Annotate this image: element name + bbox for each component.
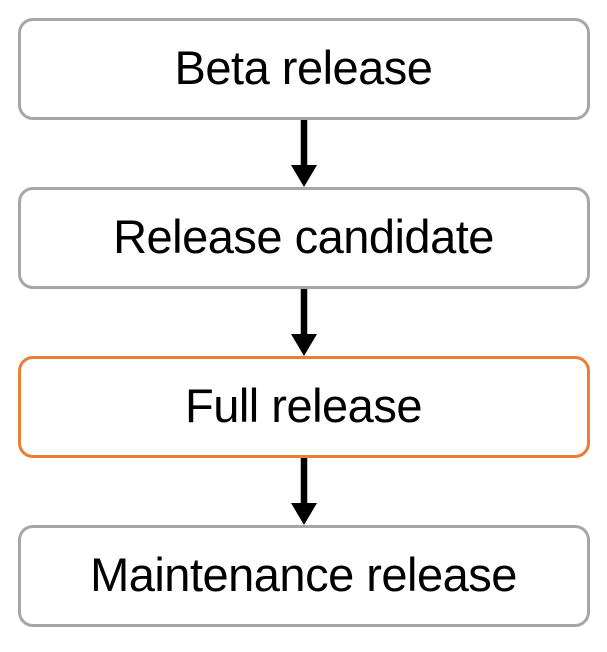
arrow-down-icon [290, 458, 318, 525]
node-label: Maintenance release [90, 547, 517, 601]
node-label: Beta release [174, 40, 433, 94]
flow-node-maintenance-release: Maintenance release [17, 525, 590, 627]
node-label: Full release [185, 378, 422, 432]
arrow-down-icon [290, 289, 318, 356]
node-label: Release candidate [113, 209, 494, 263]
arrow-down-icon [290, 120, 318, 187]
flow-node-release-candidate: Release candidate [17, 187, 590, 289]
flow-node-beta-release: Beta release [17, 18, 590, 120]
flow-node-full-release: Full release [17, 356, 590, 458]
